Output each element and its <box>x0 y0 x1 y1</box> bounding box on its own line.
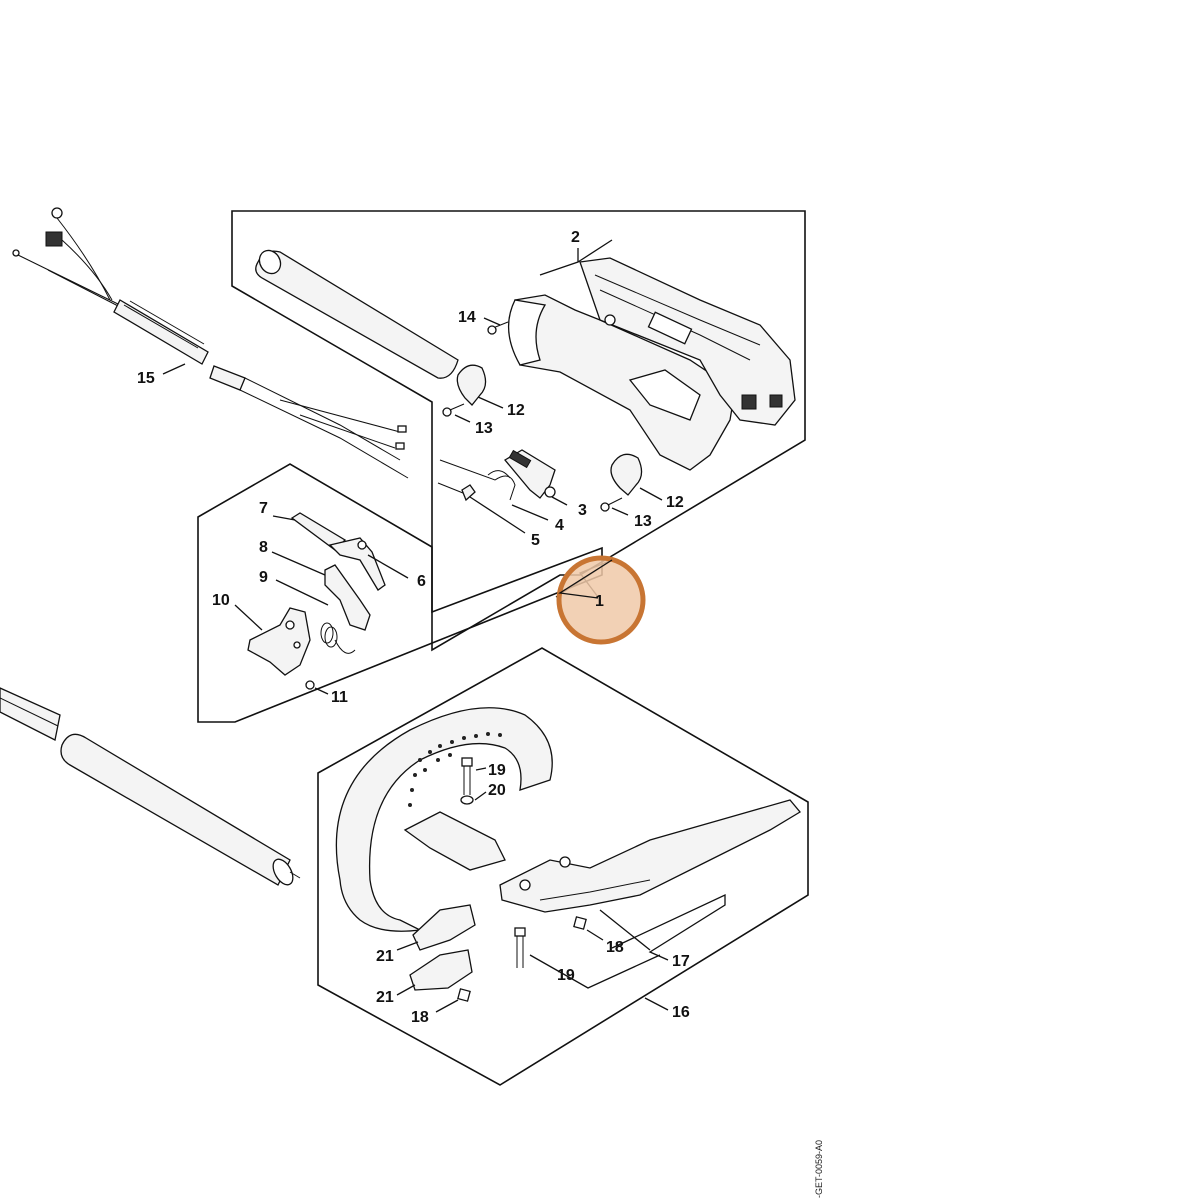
control-handle-housing <box>507 257 796 471</box>
callout-20[interactable]: 20 <box>488 782 506 799</box>
callout-5[interactable]: 5 <box>531 532 540 549</box>
torsion-spring-9 <box>320 622 356 654</box>
ground-wire-5 <box>437 482 476 502</box>
screw-13-upper <box>442 403 465 417</box>
contact-spring-4 <box>439 459 516 501</box>
callout-1[interactable]: 1 <box>595 593 604 610</box>
callout-14[interactable]: 14 <box>458 309 476 326</box>
callout-15[interactable]: 15 <box>137 370 155 387</box>
callout-18-upper[interactable]: 18 <box>606 939 624 956</box>
clamp-12-lower <box>610 453 643 496</box>
callout-19-lower[interactable]: 19 <box>557 967 575 984</box>
callout-6[interactable]: 6 <box>417 573 426 590</box>
callout-8[interactable]: 8 <box>259 539 268 556</box>
clamp-12-upper <box>456 364 487 406</box>
bolt-19-lower <box>514 927 526 968</box>
clamp-half-21-upper <box>412 904 476 951</box>
callout-13-lower[interactable]: 13 <box>634 513 652 530</box>
callout-labels: 1 2 3 4 5 6 7 8 9 10 11 12 12 13 13 14 1… <box>137 229 690 1026</box>
drawing-code: -GET-0059-A0 <box>814 1140 824 1198</box>
bolt-19-upper <box>461 757 473 795</box>
nut-18-lower <box>457 988 471 1002</box>
drive-shaft-tube <box>0 687 301 886</box>
screw-11 <box>305 680 315 690</box>
callout-11[interactable]: 11 <box>331 689 348 706</box>
callout-18-lower[interactable]: 18 <box>411 1009 429 1026</box>
callout-10[interactable]: 10 <box>212 592 230 609</box>
leader-callout-1 <box>558 559 613 599</box>
loop-handle-frame <box>317 647 809 1086</box>
screw-13-lower <box>600 497 623 512</box>
clamp-half-21-lower <box>409 949 473 991</box>
callout-12-upper[interactable]: 12 <box>507 402 525 419</box>
trigger-housing-10 <box>247 607 311 676</box>
callout-21-upper[interactable]: 21 <box>376 948 394 965</box>
slide-switch-3 <box>504 449 556 499</box>
callout-4[interactable]: 4 <box>555 517 564 534</box>
callout-12-lower[interactable]: 12 <box>666 494 684 511</box>
trigger-assembly-frame <box>197 463 603 723</box>
screw-14 <box>487 321 509 335</box>
callout-16[interactable]: 16 <box>672 1004 690 1021</box>
callout-9[interactable]: 9 <box>259 569 268 586</box>
handle-tube-upper <box>255 249 459 379</box>
throttle-trigger-7 <box>290 512 347 551</box>
callout-17[interactable]: 17 <box>672 953 690 970</box>
callout-2[interactable]: 2 <box>571 229 580 246</box>
interlock-lever-6 <box>328 537 386 591</box>
callout-21-lower[interactable]: 21 <box>376 989 394 1006</box>
loop-handle <box>335 707 553 932</box>
washer-20 <box>460 795 474 805</box>
upper-assembly-frame <box>231 210 806 652</box>
barrier-bar <box>499 799 801 913</box>
callout-13-upper[interactable]: 13 <box>475 420 493 437</box>
trigger-8 <box>324 564 371 631</box>
nut-18-upper <box>573 916 587 930</box>
cable-harness <box>12 207 409 479</box>
callout-19-upper[interactable]: 19 <box>488 762 506 779</box>
highlight-callout-1[interactable] <box>556 555 646 645</box>
callout-3[interactable]: 3 <box>578 502 587 519</box>
callout-7[interactable]: 7 <box>259 500 268 517</box>
